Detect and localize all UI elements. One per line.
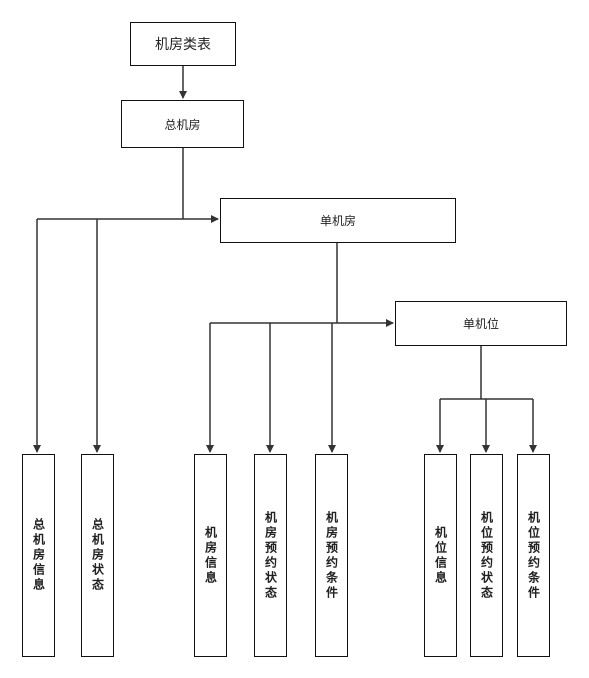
leaf-seat-booking-status: 机位预约状态 xyxy=(470,454,503,657)
leaf-room-booking-cond: 机房预约条件 xyxy=(315,454,348,657)
leaf-label: 机位预约状态 xyxy=(479,510,494,601)
leaf-label: 总机房状态 xyxy=(90,518,105,593)
leaf-room-info: 机房信息 xyxy=(194,454,227,657)
node-root: 机房类表 xyxy=(130,22,236,66)
leaf-label: 机位信息 xyxy=(433,525,448,586)
leaf-label: 总机房信息 xyxy=(31,518,46,593)
leaf-total-room-info: 总机房信息 xyxy=(22,454,55,657)
leaf-label: 机房预约状态 xyxy=(263,510,278,601)
leaf-label: 机房信息 xyxy=(203,525,218,586)
node-single-seat: 单机位 xyxy=(395,301,567,346)
leaf-label: 机房预约条件 xyxy=(324,510,339,601)
leaf-seat-info: 机位信息 xyxy=(424,454,457,657)
leaf-room-booking-status: 机房预约状态 xyxy=(254,454,287,657)
leaf-seat-booking-cond: 机位预约条件 xyxy=(517,454,550,657)
node-single-room: 单机房 xyxy=(220,198,456,243)
leaf-total-room-status: 总机房状态 xyxy=(81,454,114,657)
leaf-label: 机位预约条件 xyxy=(526,510,541,601)
node-total-room: 总机房 xyxy=(121,100,244,148)
